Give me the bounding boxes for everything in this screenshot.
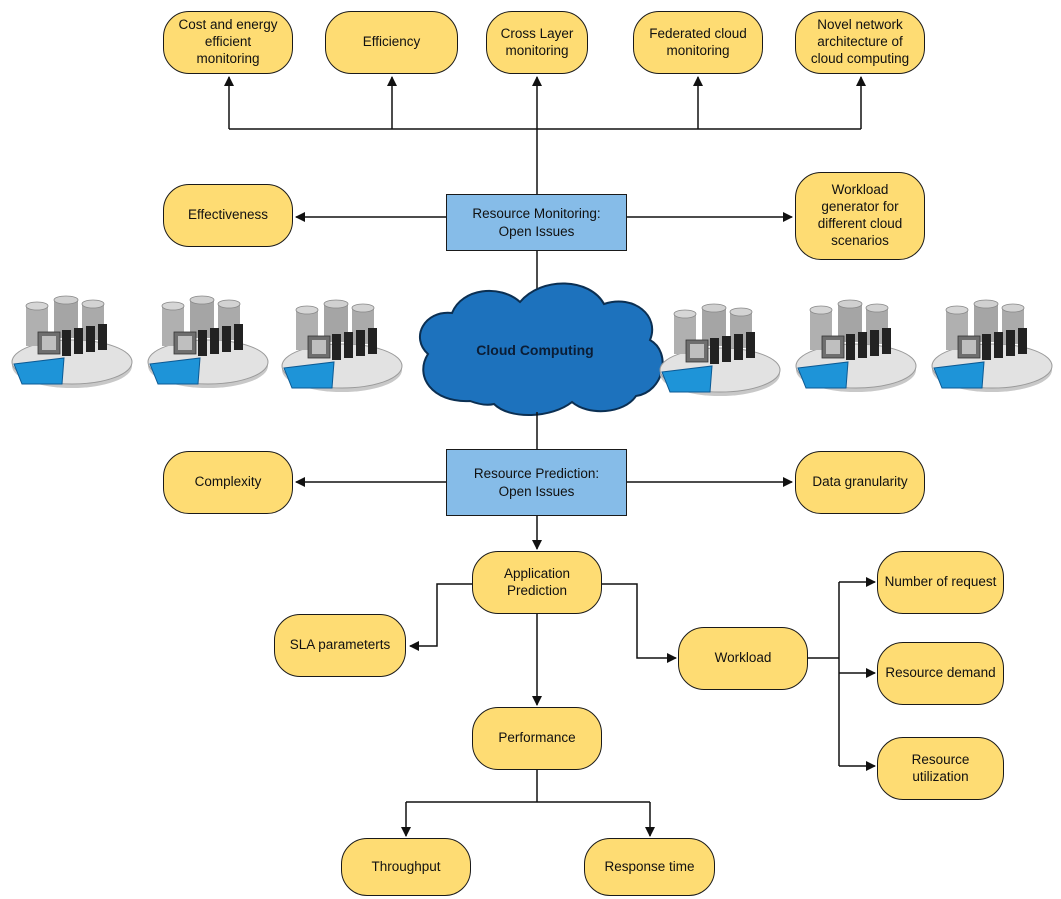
node-sla-parameters: SLA parameterts xyxy=(274,614,406,677)
node-efficiency: Efficiency xyxy=(325,11,458,74)
node-federated-cloud-monitoring: Federated cloud monitoring xyxy=(633,11,763,74)
node-cost-energy-monitoring: Cost and energy efficient monitoring xyxy=(163,11,293,74)
node-performance: Performance xyxy=(472,707,602,770)
prediction-connectors xyxy=(295,477,793,550)
node-resource-prediction: Resource Prediction: Open Issues xyxy=(446,449,627,516)
node-data-granularity: Data granularity xyxy=(795,451,925,514)
node-resource-utilization: Resource utilization xyxy=(877,737,1004,800)
workload-connectors xyxy=(806,577,876,771)
application-connectors xyxy=(409,583,677,706)
node-workload-generator: Workload generator for different cloud s… xyxy=(795,172,925,260)
performance-connectors xyxy=(401,770,655,837)
node-cross-layer-monitoring: Cross Layer monitoring xyxy=(486,11,588,74)
node-resource-demand: Resource demand xyxy=(877,642,1004,705)
node-effectiveness: Effectiveness xyxy=(163,184,293,247)
node-novel-network-architecture: Novel network architecture of cloud comp… xyxy=(795,11,925,74)
cloud-shape xyxy=(418,282,664,416)
node-application-prediction: Application Prediction xyxy=(472,551,602,614)
node-throughput: Throughput xyxy=(341,838,471,896)
top-connectors xyxy=(224,76,866,194)
server-storage-icon xyxy=(659,303,781,397)
node-resource-monitoring: Resource Monitoring: Open Issues xyxy=(446,194,627,251)
server-storage-icon xyxy=(147,295,269,389)
node-workload: Workload xyxy=(678,627,808,690)
server-storage-icon xyxy=(795,299,917,393)
node-number-of-request: Number of request xyxy=(877,551,1004,614)
server-storage-icon xyxy=(281,299,403,393)
server-storage-icon xyxy=(11,295,133,389)
server-storage-icon xyxy=(931,299,1053,393)
cloud-computing-label: Cloud Computing xyxy=(476,342,594,358)
node-response-time: Response time xyxy=(584,838,715,896)
node-complexity: Complexity xyxy=(163,451,293,514)
